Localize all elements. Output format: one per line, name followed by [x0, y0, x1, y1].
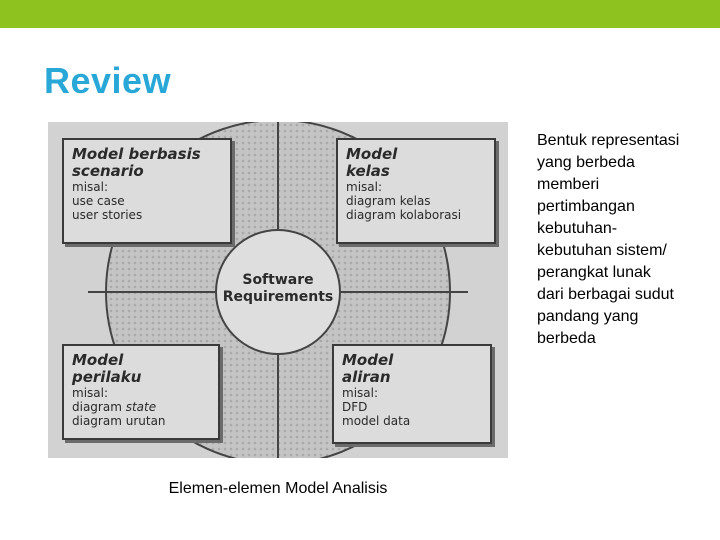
- box-item: misal:: [72, 180, 222, 194]
- box-title-line: perilaku: [72, 369, 210, 386]
- side-text-line: perangkat lunak: [537, 262, 707, 284]
- box-item: user stories: [72, 208, 222, 222]
- side-text-line: kebutuhan sistem/: [537, 240, 707, 262]
- box-item: diagram state: [72, 400, 210, 414]
- software-requirements-label: Software Requirements: [208, 272, 348, 306]
- box-title-line: Model: [72, 352, 210, 369]
- box-item: DFD: [342, 400, 482, 414]
- box-item: diagram urutan: [72, 414, 210, 428]
- side-text-line: pertimbangan: [537, 196, 707, 218]
- center-line-1: Software: [208, 272, 348, 289]
- box-item-text: diagram: [72, 400, 126, 414]
- box-item: misal:: [342, 386, 482, 400]
- box-title-line: Model berbasis: [72, 146, 222, 163]
- side-text-line: pandang yang: [537, 306, 707, 328]
- side-text-line: kebutuhan-: [537, 218, 707, 240]
- class-model-box: Model kelas misal: diagram kelas diagram…: [336, 138, 496, 244]
- box-item-emphasis: state: [126, 400, 156, 414]
- flow-model-box: Model aliran misal: DFD model data: [332, 344, 492, 444]
- behavior-model-box: Model perilaku misal: diagram state diag…: [62, 344, 220, 440]
- side-description: Bentuk representasi yang berbeda memberi…: [537, 130, 707, 350]
- top-accent-bar: [0, 0, 720, 28]
- box-item: use case: [72, 194, 222, 208]
- side-text-line: yang berbeda: [537, 152, 707, 174]
- box-title-line: kelas: [346, 163, 486, 180]
- analysis-model-figure: Software Requirements Model berbasis sce…: [48, 122, 508, 458]
- box-title-line: Model: [342, 352, 482, 369]
- box-title-line: aliran: [342, 369, 482, 386]
- scenario-model-box: Model berbasis scenario misal: use case …: [62, 138, 232, 244]
- side-text-line: Bentuk representasi: [537, 130, 707, 152]
- side-text-line: dari berbagai sudut: [537, 284, 707, 306]
- box-item: misal:: [72, 386, 210, 400]
- box-item: misal:: [346, 180, 486, 194]
- box-item: diagram kolaborasi: [346, 208, 486, 222]
- slide-title: Review: [44, 60, 171, 102]
- box-title-line: Model: [346, 146, 486, 163]
- side-text-line: memberi: [537, 174, 707, 196]
- box-item: model data: [342, 414, 482, 428]
- box-title-line: scenario: [72, 163, 222, 180]
- figure-caption: Elemen-elemen Model Analisis: [48, 480, 508, 498]
- center-line-2: Requirements: [208, 289, 348, 306]
- box-item: diagram kelas: [346, 194, 486, 208]
- side-text-line: berbeda: [537, 328, 707, 350]
